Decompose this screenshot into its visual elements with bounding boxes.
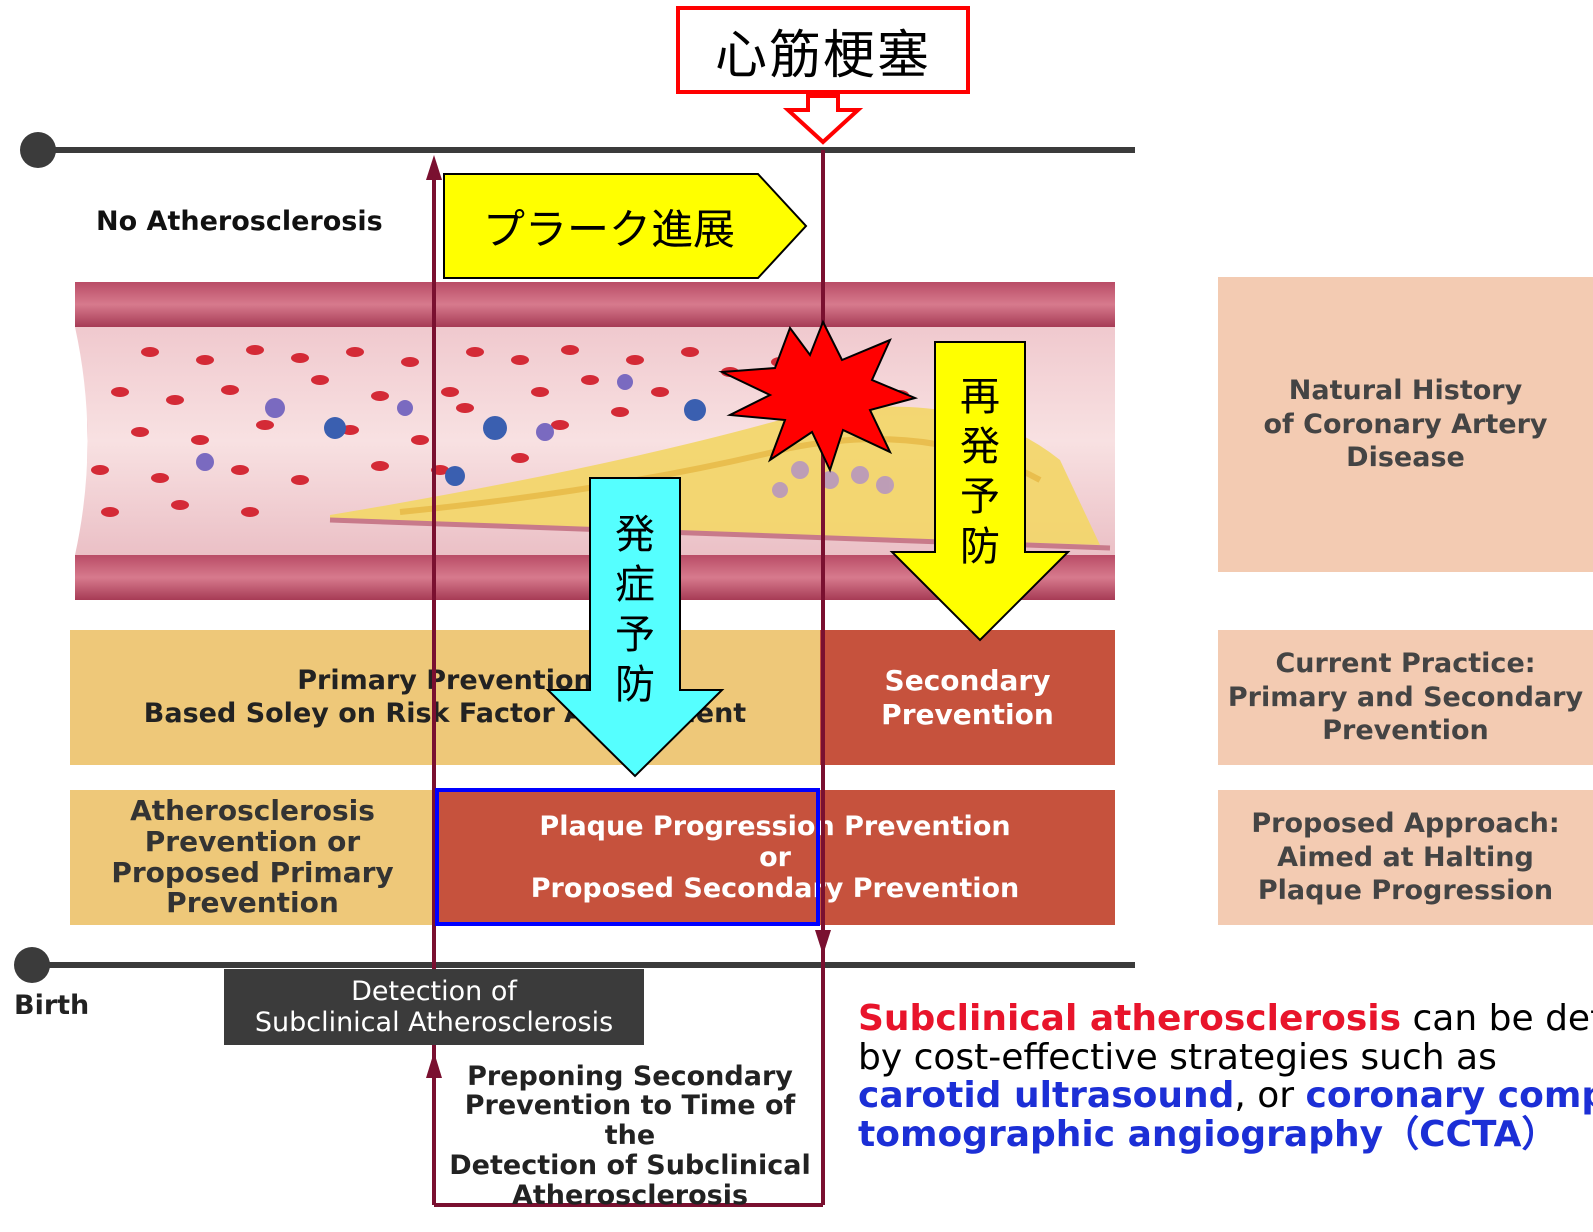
proposed-approach-line-2: Aimed at Halting xyxy=(1277,841,1534,875)
top-timeline xyxy=(20,132,1135,168)
secondary-prevention-line-1: Secondary xyxy=(885,664,1051,698)
proposed-approach-line-3: Plaque Progression xyxy=(1258,874,1553,908)
primary-prevention-panel: Primary Prevention Based Soley on Risk F… xyxy=(70,630,820,765)
detection-subclinical-box: Detection of Subclinical Atherosclerosis xyxy=(224,969,644,1045)
preponing-secondary-prevention-label: Preponing Secondary Prevention to Time o… xyxy=(440,1072,820,1200)
athero-prevention-line-1: Atherosclerosis xyxy=(130,796,375,827)
footnote-carotid-term: carotid ultrasound xyxy=(858,1075,1234,1116)
proposed-approach-line-1: Proposed Approach: xyxy=(1251,807,1559,841)
detection-footnote: Subclinical atherosclerosis can be detec… xyxy=(858,1000,1593,1232)
onset-prevention-char-2: 症 xyxy=(615,560,655,610)
secondary-prevention-panel: Secondary Prevention xyxy=(820,630,1115,765)
primary-prevention-line-1: Primary Prevention xyxy=(297,665,593,697)
recurrence-prevention-char-3: 予 xyxy=(960,472,1000,522)
footnote-ccta-term: （CCTA） xyxy=(1383,1114,1557,1155)
proposed-approach-label: Proposed Approach: Aimed at Halting Plaq… xyxy=(1218,790,1593,925)
current-practice-label: Current Practice: Primary and Secondary … xyxy=(1218,630,1593,765)
birth-label: Birth xyxy=(14,990,89,1021)
footnote-coronary-term: coronary computed xyxy=(1306,1075,1593,1116)
natural-history-label: Natural History of Coronary Artery Disea… xyxy=(1218,277,1593,572)
plaque-progression-prevention-panel: Plaque Progression Prevention or Propose… xyxy=(435,790,1115,925)
athero-prevention-line-3: Proposed Primary xyxy=(111,858,393,889)
footnote-line-4: tomographic angiography（CCTA） xyxy=(858,1116,1593,1155)
current-practice-line-2: Primary and Secondary xyxy=(1228,681,1583,715)
mi-label-text: 心筋梗塞 xyxy=(715,13,931,88)
natural-history-line-1: Natural History xyxy=(1289,374,1522,408)
natural-history-line-2: of Coronary Artery xyxy=(1263,408,1547,442)
plaque-progression-label: プラーク進展 xyxy=(444,174,774,278)
plaque-progression-text: プラーク進展 xyxy=(483,196,735,257)
detection-line-2: Subclinical Atherosclerosis xyxy=(255,1007,613,1038)
no-atherosclerosis-label: No Atherosclerosis xyxy=(96,206,383,237)
natural-history-line-3: Disease xyxy=(1346,441,1465,475)
current-practice-line-1: Current Practice: xyxy=(1275,647,1535,681)
preponing-line-1: Preponing Secondary xyxy=(467,1062,793,1092)
current-practice-line-3: Prevention xyxy=(1322,714,1488,748)
recurrence-prevention-char-4: 防 xyxy=(960,522,1000,572)
preponing-line-4: Atherosclerosis xyxy=(512,1181,748,1211)
plaque-prevention-line-1: Plaque Progression Prevention xyxy=(539,811,1010,842)
footnote-text-3: , or xyxy=(1234,1075,1305,1116)
footnote-text-1: can be detected xyxy=(1401,1000,1593,1039)
athero-prevention-line-4: Prevention xyxy=(166,888,339,919)
preponing-line-3: Detection of Subclinical xyxy=(449,1151,810,1181)
footnote-line-2: by cost-effective strategies such as xyxy=(858,1039,1593,1078)
preponing-line-2: Prevention to Time of the xyxy=(440,1091,820,1150)
secondary-prevention-line-2: Prevention xyxy=(881,698,1054,732)
plaque-prevention-line-2: or xyxy=(759,842,791,873)
onset-prevention-char-1: 発 xyxy=(615,510,655,560)
onset-prevention-char-3: 予 xyxy=(615,610,655,660)
onset-prevention-char-4: 防 xyxy=(615,660,655,710)
footnote-subclinical-term: Subclinical atherosclerosis xyxy=(858,1000,1401,1039)
footnote-line-1: Subclinical atherosclerosis can be detec… xyxy=(858,1000,1593,1039)
myocardial-infarction-label: 心筋梗塞 xyxy=(676,6,970,94)
footnote-tomographic-term: tomographic angiography xyxy=(858,1114,1383,1155)
atherosclerosis-prevention-panel: Atherosclerosis Prevention or Proposed P… xyxy=(70,790,435,925)
athero-prevention-line-2: Prevention or xyxy=(145,827,360,858)
recurrence-prevention-char-2: 発 xyxy=(960,422,1000,472)
detection-line-1: Detection of xyxy=(351,976,517,1007)
plaque-prevention-line-3: Proposed Secondary Prevention xyxy=(531,873,1020,904)
recurrence-prevention-char-1: 再 xyxy=(960,372,1000,422)
onset-prevention-label: 発 症 予 防 xyxy=(590,490,680,730)
footnote-line-3: carotid ultrasound, or coronary computed xyxy=(858,1077,1593,1116)
recurrence-prevention-label: 再 発 予 防 xyxy=(935,352,1025,592)
